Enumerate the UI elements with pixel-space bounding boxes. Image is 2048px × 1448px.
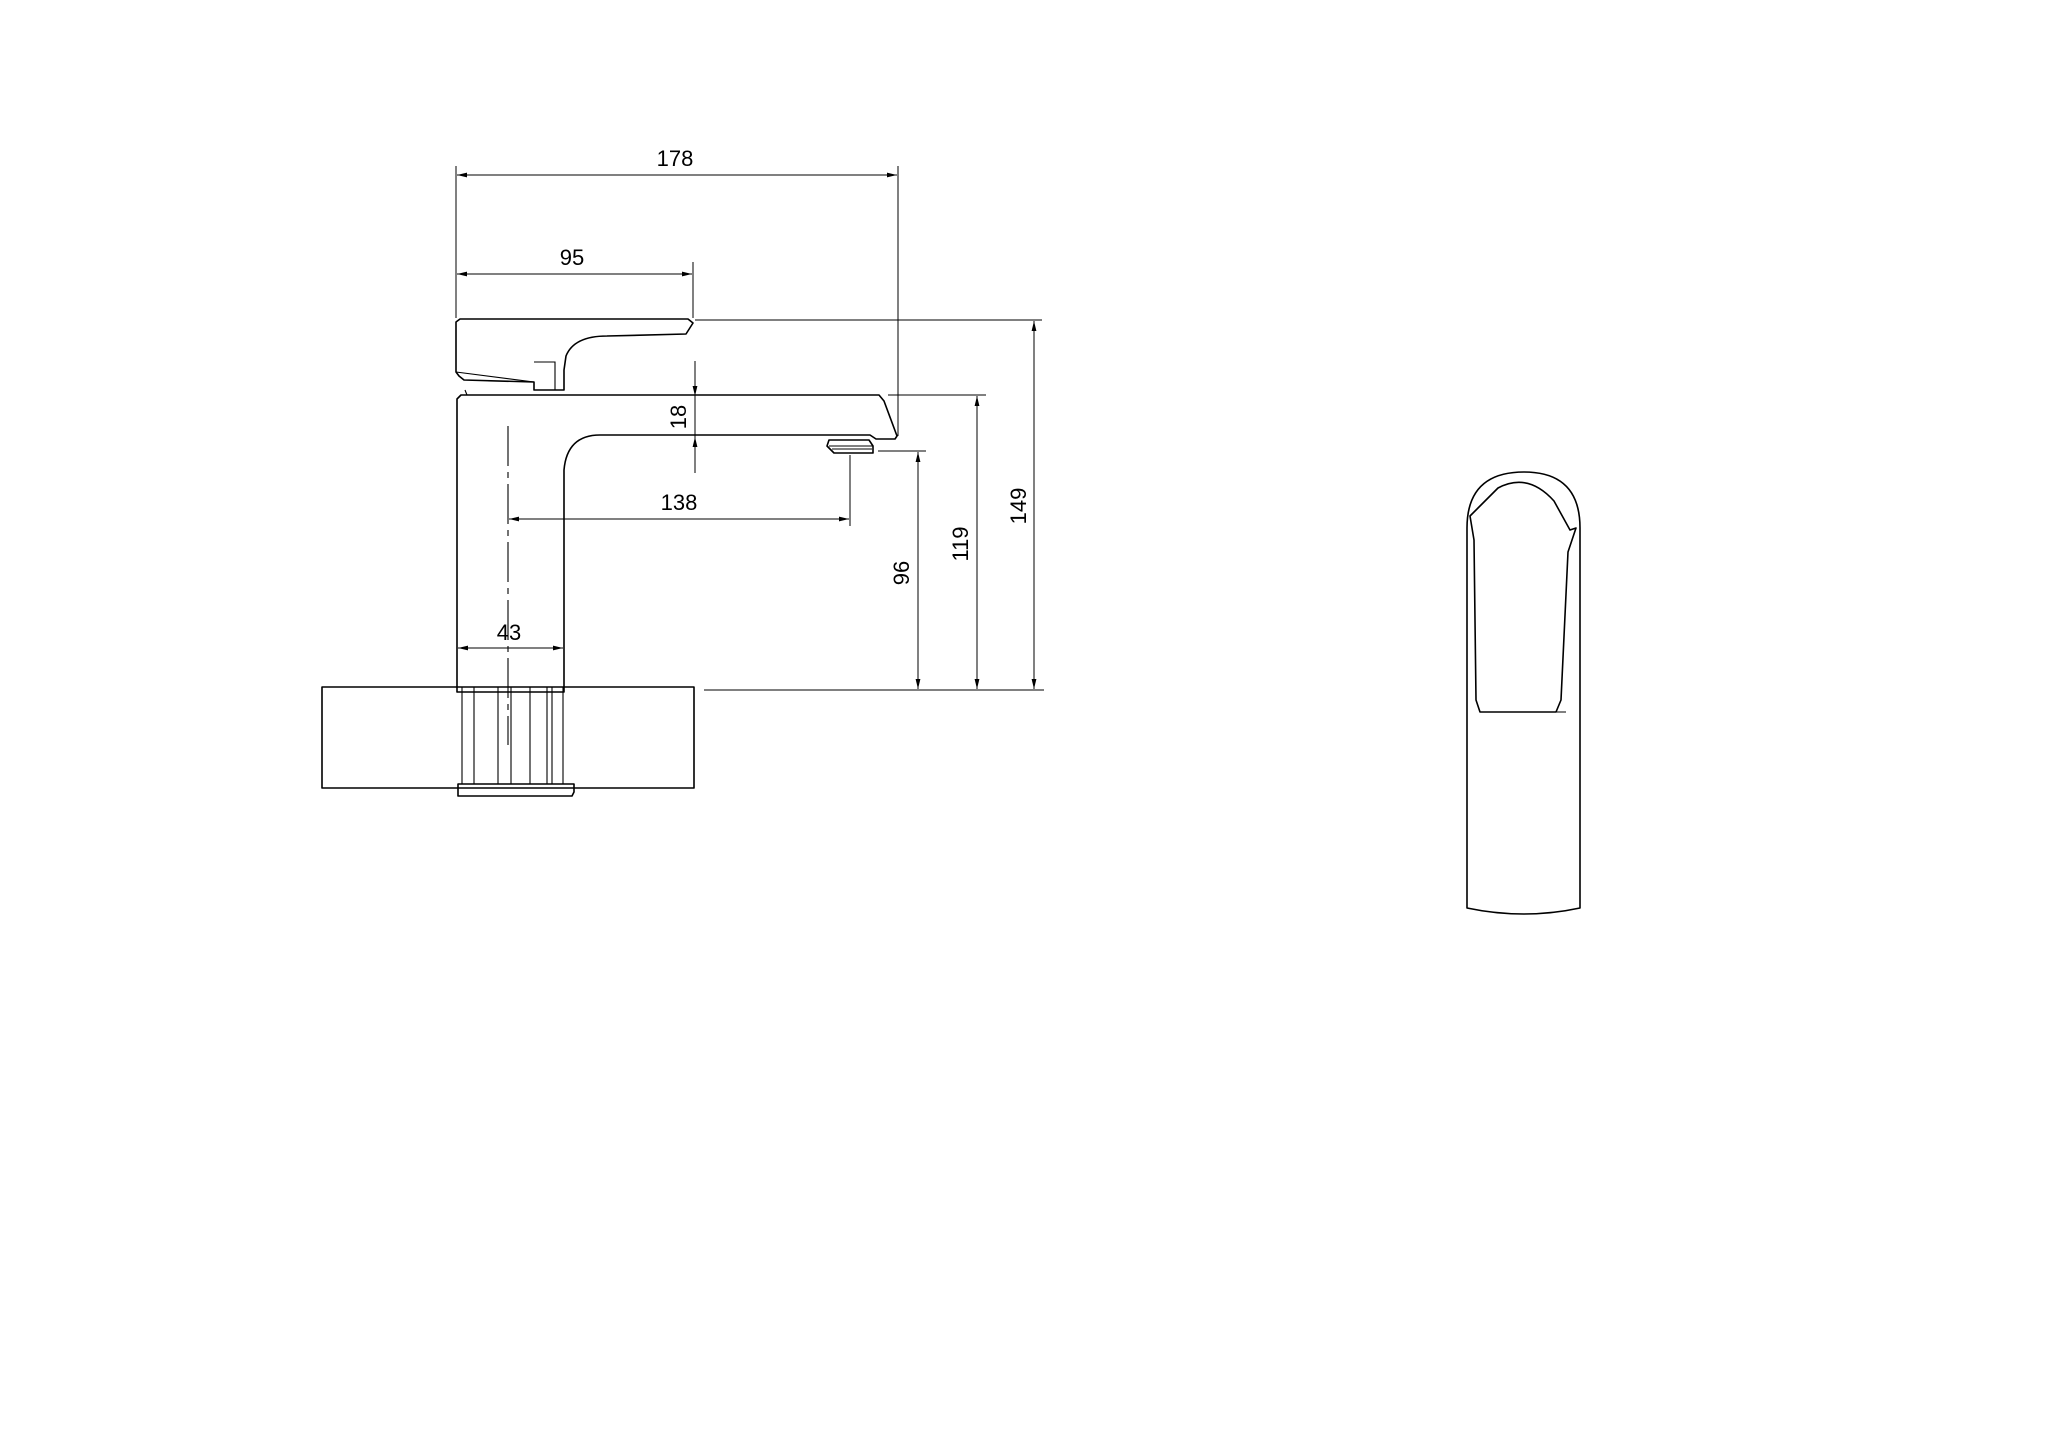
front-view-lever [1469,481,1577,713]
dim-spout-reach: 138 [661,490,698,515]
faucet-body [456,394,898,693]
lever-handle [455,318,694,396]
front-view-body [1466,471,1581,915]
dimension-lines [457,172,1037,689]
fixing-shank [457,687,575,797]
dim-spout-top-height: 119 [948,526,973,561]
dim-lever-length: 95 [560,245,584,270]
dimension-values: 178 95 138 43 18 96 119 149 [497,146,1031,645]
dim-overall-length: 178 [657,146,694,171]
dim-spout-thickness: 18 [666,405,691,429]
side-view: 178 95 138 43 18 96 119 149 [321,146,1044,797]
aerator [826,439,874,454]
dim-body-width: 43 [497,620,521,645]
dim-outlet-height: 96 [889,561,914,585]
front-view [1466,471,1581,915]
extension-lines [455,166,1044,691]
dim-overall-height: 149 [1006,488,1031,525]
